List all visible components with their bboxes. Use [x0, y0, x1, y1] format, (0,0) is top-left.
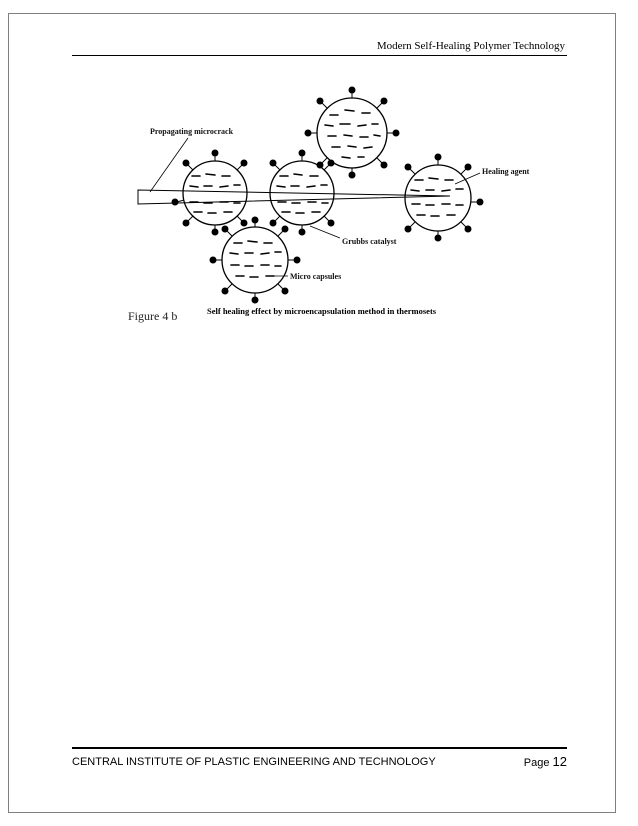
running-header: Modern Self-Healing Polymer Technology: [377, 40, 565, 52]
capsule-right: [405, 165, 471, 231]
leader-lines: [150, 138, 480, 276]
footer-rule: [72, 747, 567, 749]
page-number: 12: [553, 754, 567, 769]
figure-caption: Self healing effect by microencapsulatio…: [207, 306, 436, 316]
page-label: Page: [524, 757, 550, 769]
label-healing-agent: Healing agent: [482, 167, 530, 176]
figure-number: Figure 4 b: [128, 309, 177, 324]
self-healing-diagram: Propagating microcrack Healing agent Gru…: [130, 80, 550, 310]
header-rule: [72, 55, 567, 56]
footer-institute: CENTRAL INSTITUTE OF PLASTIC ENGINEERING…: [72, 756, 436, 768]
diagram-svg: Propagating microcrack Healing agent Gru…: [130, 80, 550, 310]
label-propagating-microcrack: Propagating microcrack: [150, 127, 234, 136]
label-micro-capsules: Micro capsules: [290, 272, 341, 281]
capsule-bottom: [222, 227, 288, 293]
label-grubbs-catalyst: Grubbs catalyst: [342, 237, 397, 246]
footer-page-number: Page 12: [524, 754, 567, 769]
capsule-top-right: [317, 98, 387, 168]
